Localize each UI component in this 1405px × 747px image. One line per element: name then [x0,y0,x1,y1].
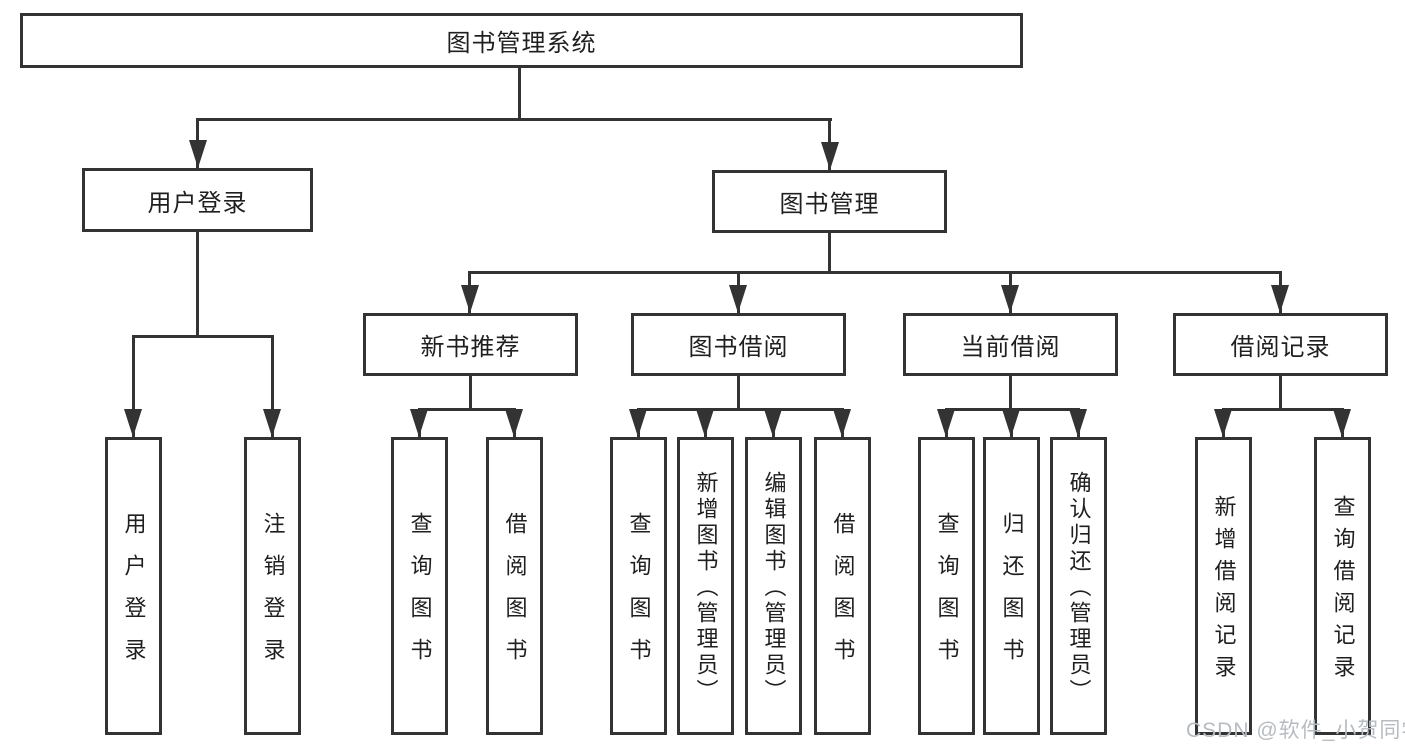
arrowhead-new-book [461,285,479,313]
arrowhead-leaf-login [124,409,142,437]
leaf-logout: 注销登录 [244,437,301,735]
connector-borrow-records-bar [1222,408,1344,411]
arrowhead-leaf [833,409,851,437]
arrowhead-borrow-records [1271,285,1289,313]
leaf-label: 确认归还（管理员） [1066,471,1092,705]
arrowhead-leaf [1333,409,1351,437]
connector-book-borrow-stem [737,375,740,410]
leaf-confirm-return-admin: 确认归还（管理员） [1050,437,1107,735]
leaf-label: 查询图书 [934,512,960,680]
leaf-add-books-admin: 新增图书（管理员） [677,437,734,735]
arrowhead-book-management [821,142,839,170]
leaf-edit-books-admin: 编辑图书（管理员） [745,437,802,735]
leaf-label: 注销登录 [260,512,286,680]
node-label: 图书借阅 [688,334,789,361]
connector-new-book-bar [418,408,516,411]
node-label: 用户登录 [147,189,248,217]
node-library-management-system: 图书管理系统 [20,13,1023,68]
connector-user-login-bar [132,335,274,338]
leaf-user-login: 用户登录 [105,437,162,735]
arrowhead-leaf [410,409,428,437]
leaf-query-books-2: 查询图书 [610,437,667,735]
leaf-query-books-1: 查询图书 [391,437,448,735]
leaf-label: 查询图书 [407,512,433,680]
connector-borrow-records-stem [1279,375,1282,410]
arrowhead-leaf [1214,409,1232,437]
arrowhead-book-borrow [729,285,747,313]
connector-root-stem [518,68,521,121]
arrowhead-leaf [937,409,955,437]
arrowhead-leaf [1002,409,1020,437]
node-book-management: 图书管理 [712,170,947,233]
node-label: 图书管理 [779,191,880,218]
leaf-label: 用户登录 [121,512,147,680]
arrowhead-user-login [189,140,207,168]
leaf-label: 查询图书 [626,512,652,680]
arrowhead-leaf [629,409,647,437]
leaf-label: 编辑图书（管理员） [761,471,787,705]
leaf-return-books: 归还图书 [983,437,1040,735]
arrowhead-current-borrow [1001,285,1019,313]
csdn-watermark: CSDN @软件_小贺同学 [1186,719,1405,742]
arrowhead-leaf [505,409,523,437]
leaf-add-borrow-record: 新增借阅记录 [1195,437,1252,735]
leaf-borrow-books-1: 借阅图书 [486,437,543,735]
leaf-query-books-3: 查询图书 [918,437,975,735]
node-label: 借阅记录 [1230,334,1331,361]
connector-book-mgmt-stem [828,232,831,273]
leaf-query-borrow-record: 查询借阅记录 [1314,437,1371,735]
leaf-label: 借阅图书 [830,512,856,680]
connector-current-borrow-stem [1009,375,1012,410]
node-label: 新书推荐 [420,334,521,361]
node-label: 当前借阅 [960,334,1061,361]
connector-to-leaf-login [132,335,135,437]
leaf-label: 新增借阅记录 [1211,495,1237,687]
arrowhead-leaf-logout [263,409,281,437]
connector-new-book-stem [469,375,472,410]
connector-root-bar [197,118,832,121]
connector-level3-bar [469,271,1282,274]
leaf-borrow-books-2: 借阅图书 [814,437,871,735]
arrowhead-leaf [696,409,714,437]
node-book-borrowing: 图书借阅 [631,313,846,376]
arrowhead-leaf [764,409,782,437]
node-borrowing-records: 借阅记录 [1173,313,1388,376]
node-label: 图书管理系统 [446,30,597,57]
connector-book-borrow-bar [637,408,844,411]
node-current-borrowing: 当前借阅 [903,313,1118,376]
leaf-label: 归还图书 [999,512,1025,680]
connector-user-login-stem [196,231,199,338]
arrowhead-leaf [1069,409,1087,437]
connector-to-leaf-logout [271,335,274,437]
leaf-label: 借阅图书 [502,512,528,680]
node-user-login: 用户登录 [82,168,313,232]
leaf-label: 新增图书（管理员） [693,471,719,705]
leaf-label: 查询借阅记录 [1330,495,1356,687]
node-new-book-recommend: 新书推荐 [363,313,578,376]
